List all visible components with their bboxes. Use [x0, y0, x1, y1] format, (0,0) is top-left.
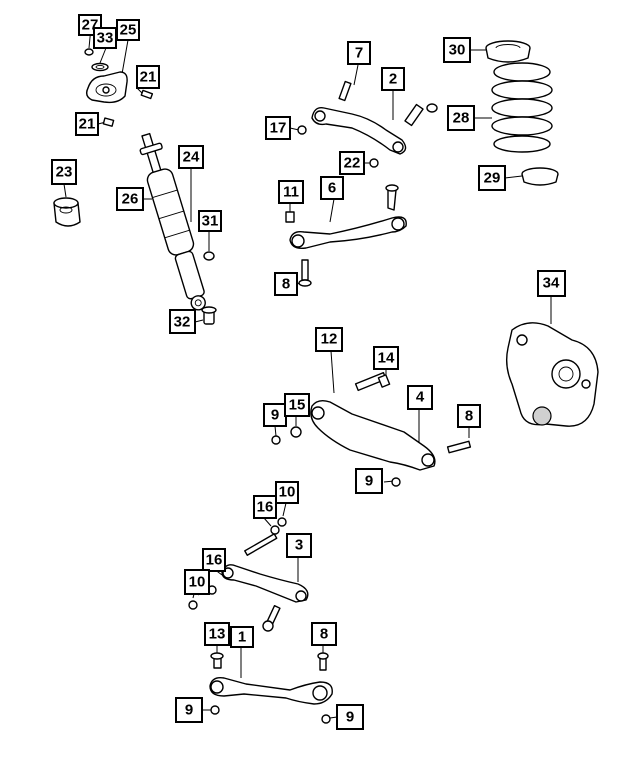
upper-control-arm-2 — [297, 80, 438, 168]
callout-32-label: 32 — [174, 314, 191, 331]
callout-2: 2 — [381, 67, 405, 91]
callout-15: 15 — [284, 393, 310, 417]
callout-11-label: 11 — [283, 184, 299, 201]
callout-16: 16 — [253, 495, 277, 519]
callout-10: 10 — [275, 481, 299, 504]
callout-8: 8 — [311, 622, 337, 646]
callout-9-label: 9 — [365, 473, 373, 490]
callout-31: 31 — [198, 210, 222, 232]
callout-30-label: 30 — [449, 42, 466, 59]
callout-32: 32 — [169, 309, 196, 334]
control-arm-3 — [188, 517, 309, 610]
coil-spring-assembly — [485, 40, 559, 186]
callout-12-label: 12 — [321, 331, 338, 348]
callout-3-label: 3 — [295, 537, 303, 554]
callout-8: 8 — [274, 272, 298, 296]
callout-16: 16 — [202, 548, 226, 572]
callout-6-label: 6 — [328, 180, 336, 197]
callout-10: 10 — [184, 569, 210, 595]
callout-9-label: 9 — [346, 709, 354, 726]
callout-14: 14 — [373, 346, 399, 370]
callout-16-label: 16 — [206, 552, 223, 569]
callout-21-label: 21 — [140, 69, 157, 86]
callout-28-label: 28 — [453, 110, 470, 127]
callout-9-label: 9 — [271, 407, 279, 424]
callout-13-label: 13 — [209, 626, 226, 643]
control-arm-1 — [209, 604, 333, 724]
callout-10-label: 10 — [279, 484, 296, 501]
callout-11: 11 — [278, 180, 304, 204]
callout-25: 25 — [116, 19, 140, 41]
callout-9: 9 — [175, 697, 203, 723]
callout-21: 21 — [136, 65, 160, 89]
callout-17: 17 — [265, 116, 291, 140]
knuckle-34 — [505, 322, 599, 427]
callout-1: 1 — [230, 626, 254, 648]
callout-26-label: 26 — [122, 191, 139, 208]
callout-8-label: 8 — [465, 408, 473, 425]
bushing-23 — [53, 197, 81, 227]
callout-22-label: 22 — [344, 155, 361, 172]
callout-7: 7 — [347, 41, 371, 65]
callout-8: 8 — [457, 404, 481, 428]
callout-23: 23 — [51, 159, 77, 185]
leader-lines — [63, 26, 552, 719]
callout-25-label: 25 — [120, 22, 137, 39]
callout-8-label: 8 — [320, 626, 328, 643]
callout-24: 24 — [178, 145, 204, 169]
callout-12: 12 — [315, 327, 343, 352]
callout-29: 29 — [478, 165, 506, 191]
lower-control-arm-4 — [271, 371, 472, 487]
callout-8-label: 8 — [282, 276, 290, 293]
callout-21: 21 — [75, 112, 99, 136]
shock-upper-mount — [84, 48, 154, 127]
callout-22: 22 — [339, 151, 365, 175]
callout-33-label: 33 — [97, 30, 114, 47]
callout-9: 9 — [355, 468, 383, 494]
callout-33: 33 — [93, 27, 117, 49]
callout-30: 30 — [443, 37, 471, 63]
callout-24-label: 24 — [183, 149, 200, 166]
callout-7-label: 7 — [355, 45, 363, 62]
callout-34: 34 — [537, 270, 566, 297]
callout-28: 28 — [447, 105, 475, 131]
shock-absorber — [139, 132, 217, 325]
callout-26: 26 — [116, 187, 144, 211]
callout-9: 9 — [336, 704, 364, 730]
callout-31-label: 31 — [202, 213, 219, 230]
callout-1-label: 1 — [238, 629, 246, 646]
callout-4-label: 4 — [416, 389, 425, 406]
callout-9: 9 — [263, 403, 287, 427]
callout-14-label: 14 — [378, 350, 395, 367]
callout-16-label: 16 — [257, 499, 274, 516]
callout-9-label: 9 — [185, 702, 193, 719]
callout-17-label: 17 — [270, 120, 287, 137]
callout-6: 6 — [320, 176, 344, 200]
callout-23-label: 23 — [56, 164, 73, 181]
callout-4: 4 — [407, 385, 433, 410]
callout-2-label: 2 — [389, 71, 397, 88]
callout-29-label: 29 — [484, 170, 501, 187]
control-arm-6 — [285, 184, 407, 287]
callout-10-label: 10 — [189, 574, 206, 591]
callout-15-label: 15 — [289, 397, 306, 414]
callout-3: 3 — [286, 533, 312, 558]
callout-13: 13 — [204, 622, 230, 646]
callout-21-label: 21 — [79, 116, 96, 133]
callout-34-label: 34 — [543, 275, 560, 292]
